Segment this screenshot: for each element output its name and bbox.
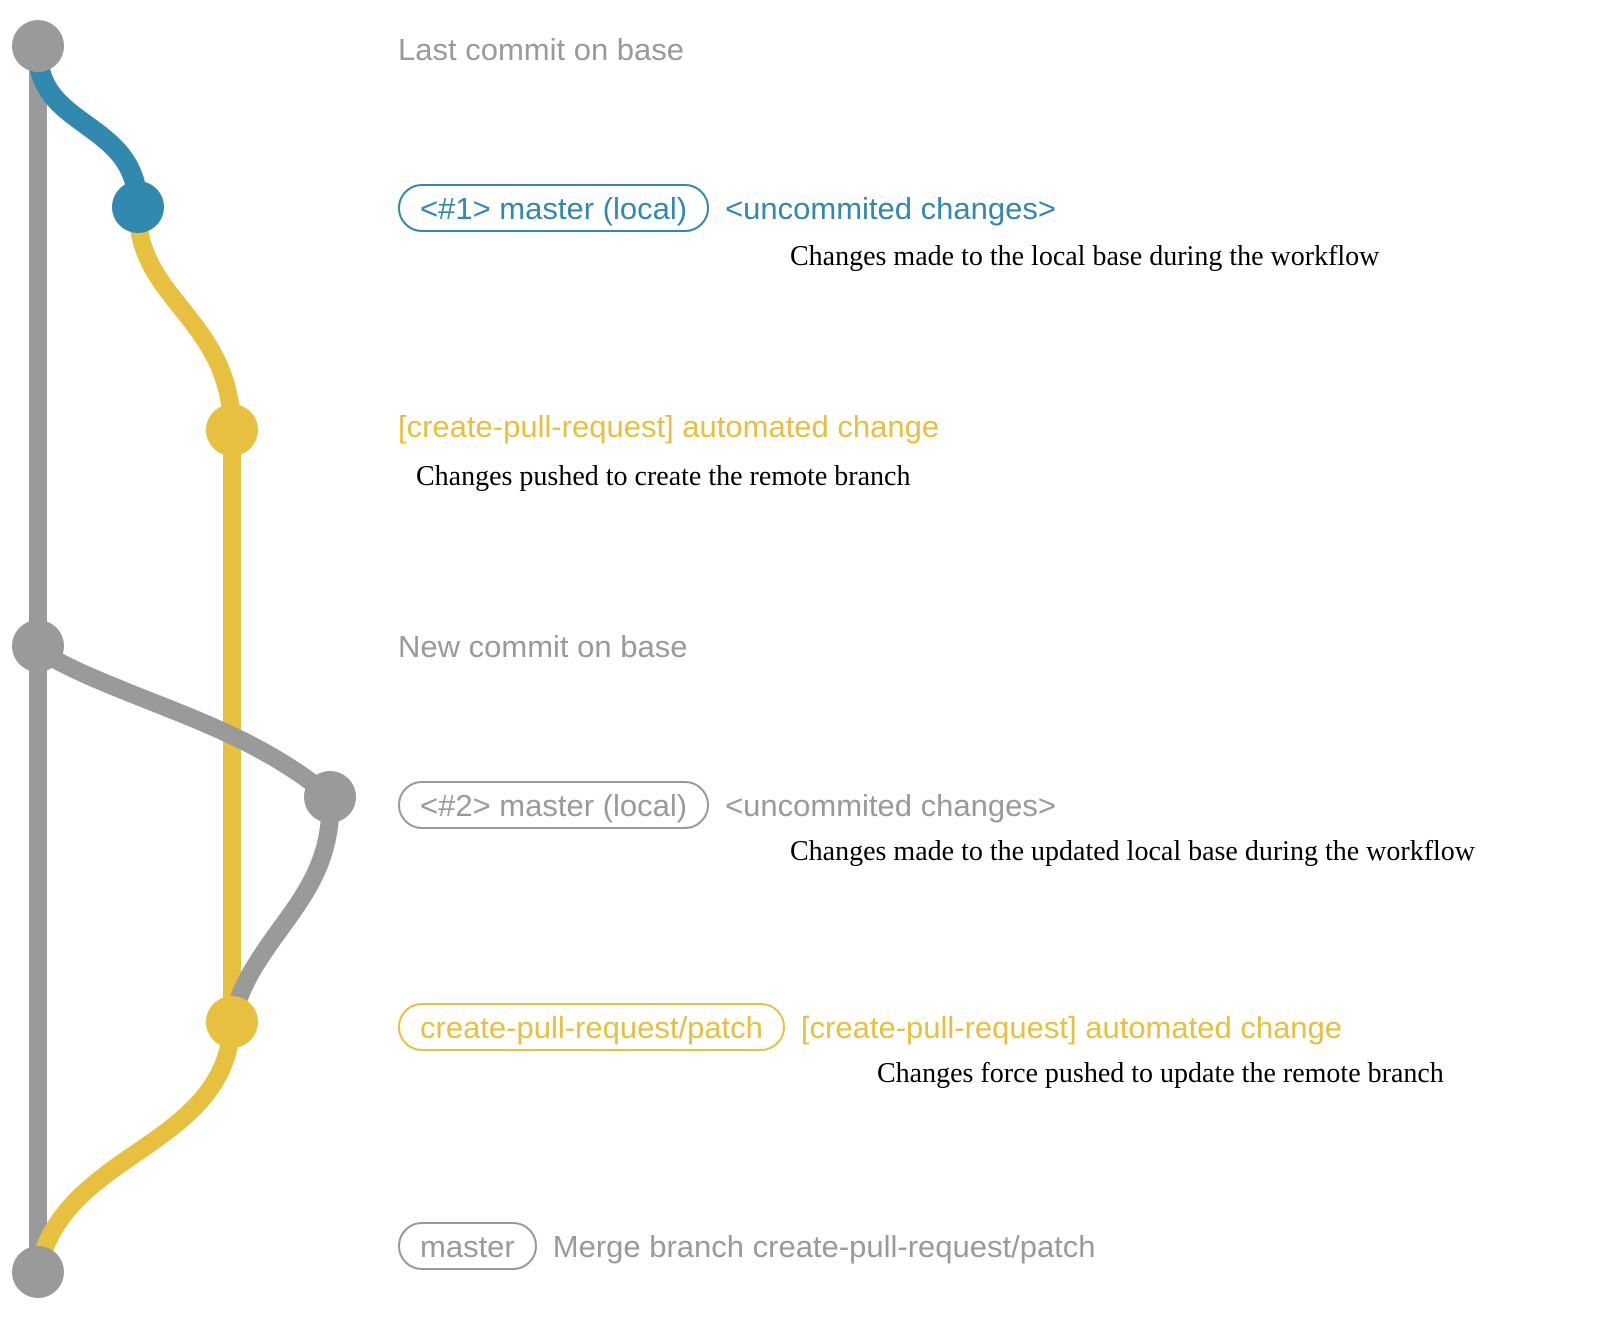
node-merge-commit [12, 1246, 64, 1298]
node-new-commit-on-base [12, 620, 64, 672]
gray-branch-to-local2 [29, 641, 339, 806]
branch-pill-local-master-1[interactable]: <#1> master (local) [398, 184, 710, 232]
commit-subject: [create-pull-request] automated change [800, 1009, 1343, 1045]
entry-last-commit-on-base: Last commit on base [398, 34, 684, 65]
branch-pill-create-pull-request-patch[interactable]: create-pull-request/patch [398, 1003, 785, 1051]
node-automated-change-1 [206, 404, 258, 456]
branch-pill-master[interactable]: master [398, 1222, 537, 1270]
entry-automated-change-1: [create-pull-request] automated change [398, 411, 939, 442]
entry-description-automated-change-2: Changes force pushed to update the remot… [877, 1058, 1444, 1089]
entry-description-local-master-2: Changes made to the updated local base d… [790, 836, 1476, 867]
yellow-merge-line [29, 1013, 241, 1281]
entry-local-master-1: <#1> master (local) <uncommited changes> [398, 184, 1056, 232]
commit-subject: [create-pull-request] automated change [398, 409, 940, 444]
entry-description-automated-change-1: Changes pushed to create the remote bran… [416, 461, 911, 492]
commit-subject: <uncommited changes> [725, 190, 1056, 226]
commit-subject: Last commit on base [398, 32, 685, 67]
entry-merge-commit: master Merge branch create-pull-request/… [398, 1222, 1096, 1270]
entry-description-local-master-1: Changes made to the local base during th… [790, 241, 1380, 272]
commit-subject: Merge branch create-pull-request/patch [552, 1228, 1096, 1264]
node-local-master-1 [112, 181, 164, 233]
entry-new-commit-on-base: New commit on base [398, 631, 687, 662]
branch-pill-local-master-2[interactable]: <#2> master (local) [398, 781, 710, 829]
commit-subject: <uncommited changes> [725, 787, 1056, 823]
commit-subject: New commit on base [398, 629, 688, 664]
yellow-branch-upper [129, 204, 241, 439]
node-local-master-2 [304, 771, 356, 823]
gray-branch-to-automated2 [223, 788, 340, 1031]
entry-automated-change-2: create-pull-request/patch [create-pull-r… [398, 1003, 1342, 1051]
entry-local-master-2: <#2> master (local) <uncommited changes> [398, 781, 1056, 829]
node-automated-change-2 [206, 996, 258, 1048]
blue-branch-line [28, 42, 148, 217]
node-last-commit-on-base [12, 20, 64, 72]
